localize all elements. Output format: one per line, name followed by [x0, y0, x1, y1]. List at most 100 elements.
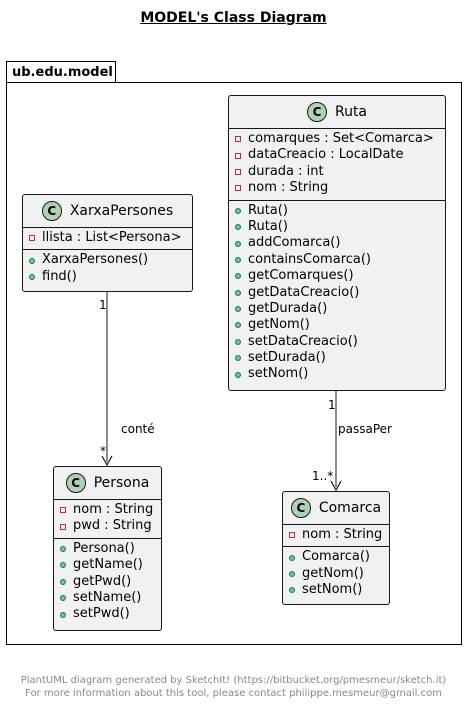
relation-ruta-comarca: [330, 390, 342, 492]
method-text: getNom(): [248, 317, 310, 333]
public-marker-icon: [235, 338, 241, 345]
method-row: setDataCreacio(): [229, 334, 445, 350]
class-header: C Comarca: [283, 492, 389, 525]
private-marker-icon: [29, 235, 35, 242]
method-row: setName(): [54, 590, 161, 606]
attribute-row: comarques : Set<Comarca>: [229, 131, 445, 147]
attribute-row: nom : String: [283, 527, 389, 543]
method-row: getNom(): [229, 317, 445, 333]
class-persona[interactable]: C Persona nom : String pwd : String Pers…: [53, 466, 162, 631]
attribute-text: dataCreacio : LocalDate: [248, 147, 404, 163]
attribute-text: durada : int: [248, 163, 324, 179]
method-text: Comarca(): [302, 549, 370, 565]
method-text: containsComarca(): [248, 251, 372, 267]
method-row: getPwd(): [54, 574, 161, 590]
public-marker-icon: [289, 587, 295, 594]
public-marker-icon: [60, 545, 66, 552]
class-name: Ruta: [334, 104, 368, 120]
method-row: XarxaPersones(): [23, 252, 192, 268]
attribute-row: nom : String: [229, 180, 445, 196]
method-row: Persona(): [54, 541, 161, 557]
class-c-icon: C: [290, 498, 311, 518]
class-ruta[interactable]: C Ruta comarques : Set<Comarca> dataCrea…: [228, 95, 446, 391]
method-text: setDataCreacio(): [248, 333, 358, 349]
private-marker-icon: [235, 168, 241, 175]
public-marker-icon: [60, 595, 66, 602]
class-comarca[interactable]: C Comarca nom : String Comarca() getNom(…: [282, 491, 390, 605]
method-text: setName(): [73, 589, 142, 605]
method-row: setNom(): [283, 582, 389, 598]
class-header: C XarxaPersones: [23, 195, 192, 228]
attribute-text: nom : String: [302, 527, 383, 542]
class-c-icon: C: [306, 102, 327, 122]
method-row: addComarca(): [229, 235, 445, 251]
method-text: getDataCreacio(): [248, 284, 360, 300]
attribute-row: nom : String: [54, 502, 161, 518]
multiplicity-xarxa-source: 1: [99, 298, 107, 312]
method-text: setDurada(): [248, 350, 326, 366]
method-text: getPwd(): [73, 573, 132, 589]
method-row: getComarques(): [229, 268, 445, 284]
method-row: setDurada(): [229, 350, 445, 366]
attribute-text: pwd : String: [73, 518, 152, 534]
private-marker-icon: [235, 136, 241, 143]
package-tab: ub.edu.model: [6, 61, 116, 83]
method-row: getDataCreacio(): [229, 285, 445, 301]
methods-section: Comarca() getNom() setNom(): [283, 546, 389, 601]
private-marker-icon: [235, 152, 241, 159]
method-text: XarxaPersones(): [42, 252, 149, 268]
diagram-title: MODEL's Class Diagram: [140, 10, 327, 26]
class-xarxapersones[interactable]: C XarxaPersones llista : List<Persona> X…: [22, 194, 193, 292]
class-c-icon: C: [41, 201, 62, 221]
attribute-text: llista : List<Persona>: [42, 230, 182, 245]
method-row: getNom(): [283, 566, 389, 582]
method-text: setPwd(): [73, 606, 130, 622]
method-row: setNom(): [229, 366, 445, 382]
public-marker-icon: [60, 562, 66, 569]
methods-section: XarxaPersones() find(): [23, 249, 192, 288]
attribute-row: durada : int: [229, 164, 445, 180]
public-marker-icon: [235, 240, 241, 247]
public-marker-icon: [235, 289, 241, 296]
arrowhead-icon: [101, 455, 113, 467]
public-marker-icon: [235, 224, 241, 231]
method-row: Comarca(): [283, 549, 389, 565]
arrowhead-icon: [330, 480, 342, 492]
private-marker-icon: [60, 507, 66, 514]
attributes-section: nom : String: [283, 525, 389, 546]
attribute-row: pwd : String: [54, 518, 161, 534]
multiplicity-ruta-source: 1: [328, 398, 336, 412]
public-marker-icon: [60, 611, 66, 618]
class-c-icon: C: [65, 473, 86, 493]
attributes-section: nom : String pwd : String: [54, 500, 161, 538]
public-marker-icon: [289, 570, 295, 577]
private-marker-icon: [289, 532, 295, 539]
attribute-text: comarques : Set<Comarca>: [248, 131, 434, 146]
method-text: getComarques(): [248, 268, 354, 284]
public-marker-icon: [235, 273, 241, 280]
class-header: C Persona: [54, 467, 161, 500]
attribute-text: nom : String: [73, 502, 154, 517]
attribute-row: llista : List<Persona>: [23, 230, 192, 246]
method-text: getNom(): [302, 565, 364, 581]
method-text: setNom(): [302, 582, 363, 598]
methods-section: Ruta() Ruta() addComarca() containsComar…: [229, 199, 445, 386]
class-header: C Ruta: [229, 96, 445, 129]
method-text: Ruta(): [248, 218, 288, 234]
public-marker-icon: [29, 257, 35, 264]
private-marker-icon: [235, 185, 241, 192]
class-name: Comarca: [318, 500, 382, 516]
footer-line-generator: PlantUML diagram generated by SketchIt! …: [20, 675, 447, 686]
class-name: XarxaPersones: [69, 203, 174, 219]
public-marker-icon: [60, 578, 66, 585]
public-marker-icon: [235, 355, 241, 362]
method-row: Ruta(): [229, 203, 445, 219]
public-marker-icon: [235, 256, 241, 263]
private-marker-icon: [60, 523, 66, 530]
multiplicity-persona-target: *: [100, 444, 106, 458]
method-text: setNom(): [248, 366, 309, 382]
attribute-row: dataCreacio : LocalDate: [229, 147, 445, 163]
package-name: ub.edu.model: [12, 65, 113, 80]
method-row: find(): [23, 269, 192, 285]
